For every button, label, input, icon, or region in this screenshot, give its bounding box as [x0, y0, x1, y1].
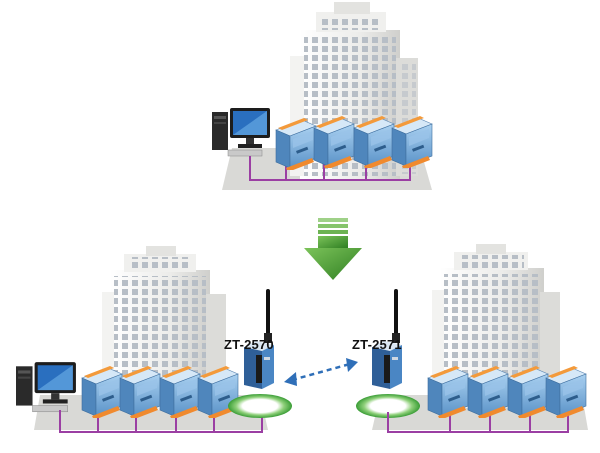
right-device-base-ring: [356, 394, 420, 418]
top-site: [212, 2, 433, 190]
left-device-label: ZT-2570: [224, 337, 274, 352]
right-device-label: ZT-2571: [352, 337, 402, 352]
down-arrow-icon: [304, 218, 362, 280]
bottom-left-site: [16, 246, 292, 433]
bottom-right-site: [356, 244, 588, 433]
left-device-base-ring: [228, 394, 292, 418]
wireless-link-icon: [284, 358, 358, 386]
